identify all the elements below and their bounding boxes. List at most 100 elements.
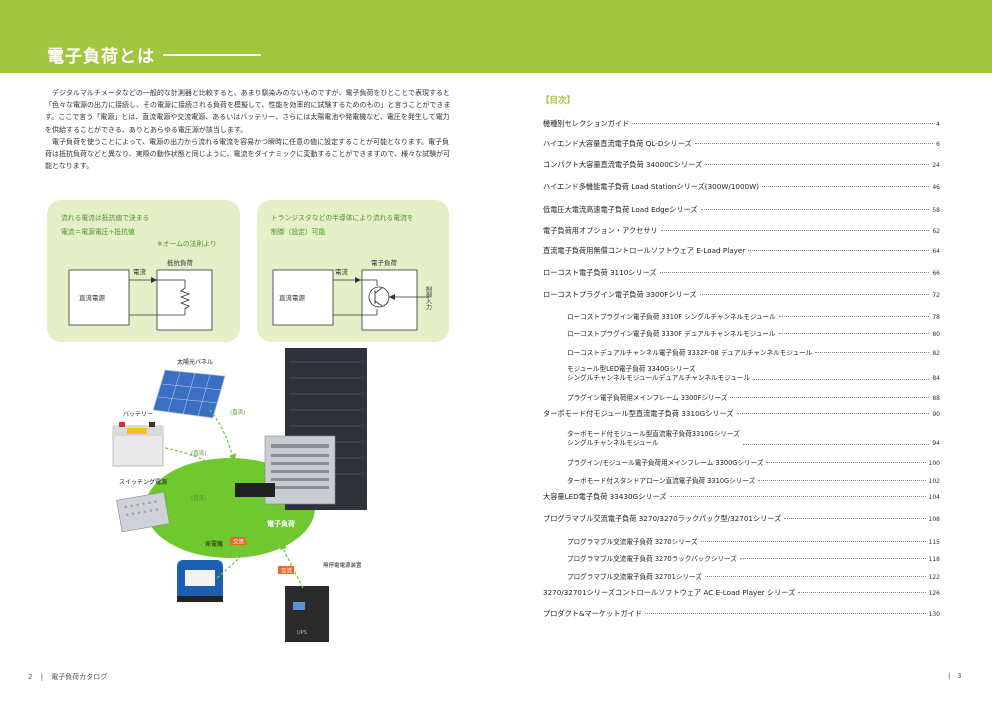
toc-entry: モジュール型LED電子負荷 3340Gシリーズ シングルチャンネルモジュールデュ… — [567, 365, 940, 382]
toc-entry-page: 94 — [932, 440, 940, 447]
resistive-box-text: 流れる電流は抵抗値で決まる 電流＝電源電圧÷抵抗値 — [61, 212, 149, 239]
toc-entry-label: ハイエンド多機能電子負荷 Load Stationシリーズ(300W/1000W… — [543, 182, 760, 191]
electronic-load-box: トランジスタなどの半導体により流れる電流を 制御（設定）可能 直流電源 電流 電… — [257, 200, 449, 342]
electronic-box-line1: トランジスタなどの半導体により流れる電流を — [271, 214, 414, 222]
electronic-current-label: 電流 — [335, 267, 349, 276]
center-load-label: 電子負荷 — [267, 519, 295, 528]
toc-dot-leader — [742, 443, 930, 445]
battery-label: バッテリー — [123, 411, 153, 418]
dc-tag-battery: (直流) — [191, 449, 206, 457]
toc-dot-leader — [798, 591, 926, 593]
toc-dot-leader — [748, 249, 930, 251]
toc-entry-page: 118 — [928, 556, 940, 563]
toc-dot-leader — [659, 271, 930, 273]
power-sources-illustration: 電子負荷 太陽光パネル バッテリー スイッチング電源 発電機 UPS 無停電電源… — [112, 348, 367, 642]
ohms-law-note: ※オームの法則より — [157, 240, 217, 248]
toc-entry-label: 3270/32701シリーズコントロールソフトウェア AC E-Load Pla… — [543, 588, 796, 597]
toc-entry-label: ローコストプラグイン電子負荷 3330F デュアルチャンネルモジュール — [567, 330, 776, 338]
toc-entry: 電子負荷用オプション・アクセサリ 62 — [543, 226, 940, 236]
toc-dot-leader — [700, 540, 926, 542]
ups-label: 無停電電源装置 — [323, 561, 362, 569]
toc-entry-page: 90 — [932, 411, 940, 418]
toc-entry-label: モジュール型LED電子負荷 3340Gシリーズ シングルチャンネルモジュールデュ… — [567, 365, 751, 382]
resistive-box-line1: 流れる電流は抵抗値で決まる — [61, 214, 150, 222]
resistive-load-box: 流れる電流は抵抗値で決まる 電流＝電源電圧÷抵抗値 ※オームの法則より 直流電源… — [47, 200, 240, 342]
dc-tag-switching: (直流) — [191, 494, 206, 502]
toc-entry-page: 24 — [932, 162, 940, 169]
generator-label: 発電機 — [205, 540, 223, 548]
toc-entry-page: 108 — [928, 516, 940, 523]
toc-entry-label: ターボモード付モジュール型直流電子負荷3310Gシリーズ シングルチャンネルモジ… — [567, 430, 740, 447]
resistive-box-line2: 電流＝電源電圧÷抵抗値 — [61, 227, 135, 236]
toc-entry-page: 84 — [932, 375, 940, 382]
toc-entry-page: 4 — [936, 121, 940, 128]
toc-dot-leader — [815, 351, 930, 353]
ac-tag-generator: 交流 — [233, 538, 245, 546]
ups-text: UPS — [297, 630, 307, 636]
toc-dot-leader — [694, 142, 934, 144]
intro-paragraph-2: 電子負荷を使うことによって、電源の出力から流れる電流を容易かつ瞬時に任意の値に設… — [45, 137, 451, 171]
toc-dot-leader — [705, 163, 930, 165]
toc-entry-label: プログラマブル交流電子負荷 32701シリーズ — [567, 573, 702, 581]
toc-dot-leader — [704, 575, 926, 577]
toc-entry-label: 直流電子負荷用無償コントロールソフトウェア E-Load Player — [543, 246, 746, 255]
toc-dot-leader — [660, 229, 930, 231]
toc-dot-leader — [778, 315, 930, 317]
toc-dot-leader — [669, 495, 926, 497]
resistive-source-label: 直流電源 — [79, 293, 106, 302]
toc-heading: 【目次】 — [541, 96, 576, 106]
toc-entry-page: 100 — [928, 460, 940, 467]
toc-dot-leader — [700, 208, 930, 210]
right-page-number: 3 — [957, 672, 962, 680]
toc-dot-leader — [739, 557, 926, 559]
toc-entry-label: プログラマブル交流電子負荷 3270/3270ラックパック型/32701シリーズ — [543, 514, 782, 523]
ac-tag-ups: 交流 — [281, 567, 293, 575]
switching-label: スイッチング電源 — [119, 478, 167, 486]
toc-entry: プログラマブル交流電子負荷 3270/3270ラックパック型/32701シリーズ… — [543, 514, 940, 524]
toc-entry: ターボモード付モジュール型直流電子負荷3310Gシリーズ シングルチャンネルモジ… — [567, 430, 940, 447]
toc-entry-page: 58 — [932, 207, 940, 214]
footer-left: 2 | 電子負荷カタログ — [28, 672, 113, 682]
electronic-circuit-diagram: 直流電源 電流 電子負荷 制御入力 — [272, 258, 432, 331]
page-title: 電子負荷とは — [47, 47, 155, 67]
toc-entry-label: 大容量LED電子負荷 33430Gシリーズ — [543, 492, 667, 501]
toc-dot-leader — [753, 378, 930, 380]
control-input-label: 制御入力 — [425, 285, 432, 311]
toc-entry: ローコストデュアルチャンネル電子負荷 3332F-08 デュアルチャンネルモジュ… — [567, 347, 940, 357]
toc-entry-page: 88 — [932, 395, 940, 402]
ac-tag-generator-bg — [230, 537, 246, 545]
toc-entry-label: ターボモード付モジュール型直流電子負荷 3310Gシリーズ — [543, 409, 734, 418]
footer-separator: | — [40, 673, 44, 681]
footer-catalog-title: 電子負荷カタログ — [51, 673, 108, 681]
toc-entry-page: 62 — [932, 228, 940, 235]
toc-entry-page: 72 — [932, 292, 940, 299]
left-page-number: 2 — [28, 673, 33, 681]
toc-entry: 3270/32701シリーズコントロールソフトウェア AC E-Load Pla… — [543, 588, 940, 598]
toc-entry: ハイエンド多機能電子負荷 Load Stationシリーズ(300W/1000W… — [543, 182, 940, 192]
ups-icon — [285, 586, 329, 642]
intro-paragraph-1: デジタルマルチメータなどの一般的な計測器と比較すると、あまり馴染みのないものです… — [45, 89, 451, 134]
toc-entry-label: プラグイン/モジュール電子負荷用メインフレーム 3300Gシリーズ — [567, 459, 764, 467]
toc-entry-label: ローコストプラグイン電子負荷 3310F シングルチャンネルモジュール — [567, 313, 776, 321]
resistive-current-label: 電流 — [133, 267, 147, 276]
resistive-circuit-diagram: 直流電源 電流 抵抗負荷 — [68, 258, 213, 331]
toc-entry-page: 66 — [932, 270, 940, 277]
toc-entry-page: 78 — [932, 314, 940, 321]
toc-entry-label: プロダクト&マーケットガイド — [543, 609, 643, 618]
toc-entry-label: ターボモード付スタンドアローン直流電子負荷 3310Gシリーズ — [567, 477, 756, 485]
title-underline — [163, 54, 261, 56]
toc-entry-label: 電子負荷用オプション・アクセサリ — [543, 226, 658, 235]
